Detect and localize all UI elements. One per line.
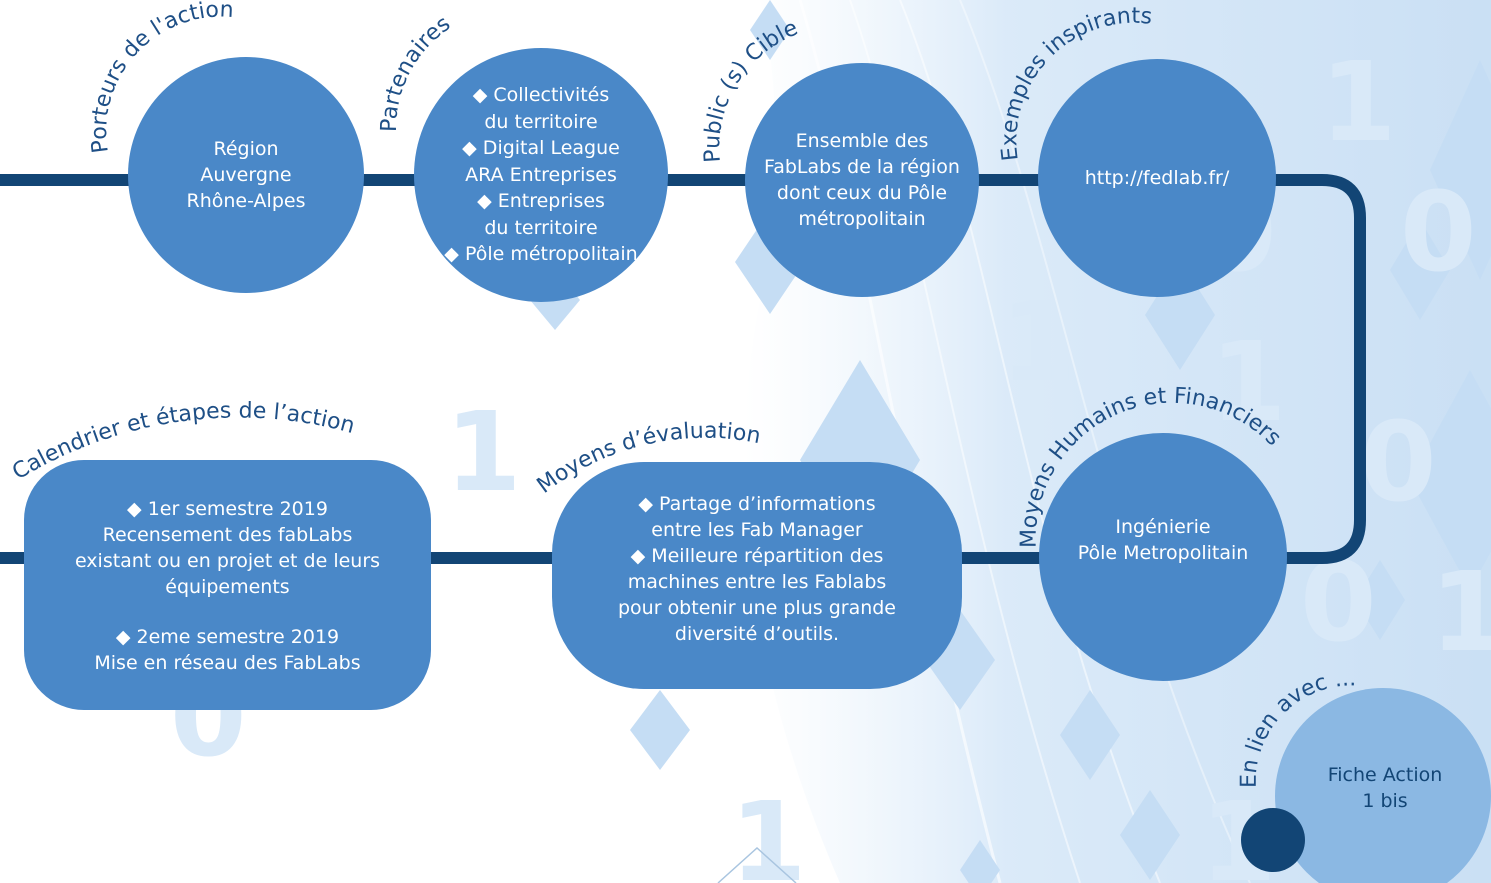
- porteurs-line: Région: [213, 138, 279, 160]
- moyens-evaluation-line: diversité d’outils.: [674, 623, 840, 645]
- moyens-evaluation-line: machines entre les Fablabs: [627, 571, 887, 593]
- public-line: FabLabs de la région: [764, 156, 960, 178]
- public-line: métropolitain: [798, 208, 926, 230]
- calendrier-line: existant ou en projet et de leurs: [74, 550, 381, 572]
- bg-glyph-3: 1: [1000, 278, 1077, 406]
- public-line: Ensemble des: [795, 130, 929, 152]
- node-calendrier: [24, 460, 431, 710]
- public-line: dont ceux du Pôle: [776, 182, 948, 204]
- bg-glyph-7: 1: [1320, 38, 1397, 166]
- text-partenaires: ◆ Collectivités du territoire ◆ Digital …: [421, 55, 661, 295]
- bg-glyph-5: 1: [1210, 318, 1287, 446]
- porteurs-line: Auvergne: [200, 164, 292, 186]
- node-public: [745, 63, 979, 297]
- bg-glyph-11: 0: [1360, 398, 1437, 526]
- text-moyens-evaluation: ◆ Partage d’informations entre les Fab M…: [562, 485, 952, 653]
- moyens-evaluation-line: ◆ Partage d’informations: [638, 493, 876, 515]
- text-moyens-humains: Ingénierie Pôle Metropolitain: [1053, 505, 1273, 575]
- calendrier-line: Recensement des fabLabs: [102, 524, 353, 546]
- text-calendrier: ◆ 1er semestre 2019 Recensement des fabL…: [34, 496, 421, 696]
- bg-glyph-10: 1: [730, 778, 807, 883]
- bg-glyph-8: 1: [1430, 548, 1491, 676]
- partenaires-line: du territoire: [484, 216, 598, 239]
- moyens-evaluation-line: entre les Fab Manager: [651, 519, 863, 541]
- partenaires-line: ◆ Digital League: [462, 137, 620, 160]
- node-moyens-evaluation: [552, 462, 962, 689]
- partenaires-line: ARA Entreprises: [465, 163, 617, 186]
- porteurs-line: Rhône-Alpes: [186, 190, 306, 212]
- moyens-humains-line: Pôle Metropolitain: [1077, 542, 1249, 564]
- node-en-lien: [1275, 688, 1491, 883]
- moyens-evaluation-line: ◆ Meilleure répartition des: [630, 545, 884, 567]
- calendrier-line: équipements: [165, 576, 290, 598]
- partenaires-line: ◆ Entreprises: [477, 190, 605, 213]
- moyens-evaluation-line: pour obtenir une plus grande: [617, 597, 896, 619]
- partenaires-line: du territoire: [484, 110, 598, 133]
- bg-glyph-1: 1: [445, 388, 522, 516]
- node-moyens-humains: [1039, 433, 1287, 681]
- text-en-lien: Fiche Action 1 bis: [1300, 758, 1470, 818]
- calendrier-line: ◆ 1er semestre 2019: [127, 498, 328, 520]
- en-lien-line: Fiche Action: [1327, 764, 1443, 786]
- exemples-line: http://fedlab.fr/: [1084, 167, 1230, 189]
- text-porteurs: Région Auvergne Rhône-Alpes: [146, 105, 346, 245]
- moyens-humains-line: Ingénierie: [1115, 516, 1211, 538]
- calendrier-line: ◆ 2eme semestre 2019: [115, 626, 340, 648]
- node-partenaires: [414, 48, 668, 302]
- node-exemples: [1038, 59, 1276, 297]
- partenaires-line: ◆ Pôle métropolitain: [444, 243, 638, 266]
- partenaires-line: ◆ Collectivités: [472, 84, 610, 107]
- text-exemples: http://fedlab.fr/: [1047, 148, 1267, 208]
- node-porteurs: [128, 57, 364, 293]
- bg-glyph-6: 0: [1400, 168, 1477, 296]
- text-public: Ensemble des FabLabs de la région dont c…: [742, 100, 982, 260]
- en-lien-line: 1 bis: [1362, 790, 1408, 812]
- calendrier-line: Mise en réseau des FabLabs: [94, 652, 361, 674]
- node-en-lien-dot: [1241, 808, 1305, 872]
